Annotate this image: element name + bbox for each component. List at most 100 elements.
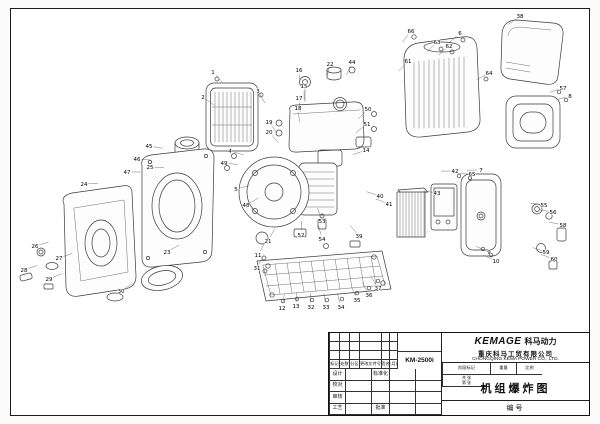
part-callout-17: 17	[296, 96, 303, 102]
leader-line-20	[271, 135, 279, 143]
leader-line-4	[234, 151, 244, 155]
part-callout-66: 66	[408, 29, 415, 35]
leader-line-18	[298, 112, 300, 122]
part-callout-18: 18	[295, 106, 302, 112]
revision-cell	[339, 342, 349, 351]
leader-line-46	[141, 159, 151, 161]
leader-line-63	[426, 44, 434, 52]
part-callout-49: 49	[221, 161, 228, 167]
signature-cell	[345, 369, 371, 381]
part-callout-23: 23	[164, 250, 171, 256]
part-callout-50: 50	[365, 107, 372, 113]
part-callout-53: 53	[319, 219, 326, 225]
part-callout-59: 59	[543, 250, 550, 256]
signature-cell: 校对	[329, 380, 345, 392]
fuel-cap	[326, 66, 342, 81]
part-callout-24: 24	[81, 182, 88, 188]
stage-row: 阶段标记重量比例共 张第 张	[441, 363, 589, 387]
revision-cell	[381, 351, 389, 360]
leader-line-43	[423, 190, 433, 193]
part-callout-37: 37	[375, 286, 382, 292]
rear-cover-panel	[500, 19, 564, 85]
part-callout-44: 44	[349, 60, 356, 66]
leader-line-56	[539, 209, 549, 212]
leader-line-57	[549, 89, 559, 93]
rev-header-4: 签名	[381, 360, 389, 369]
engine-assembly	[224, 149, 361, 249]
base-tray	[256, 250, 392, 304]
part-callout-7: 7	[479, 168, 483, 174]
leader-line-21	[269, 228, 275, 238]
part-callout-61: 61	[405, 59, 412, 65]
leader-line-38	[508, 18, 517, 25]
leader-line-50	[357, 112, 365, 120]
signature-cell	[415, 392, 441, 404]
leader-line-6	[449, 35, 457, 43]
signature-cell: 审核	[329, 392, 345, 404]
revision-header-row: 标记处数分区更改文件号签名年月日	[329, 360, 397, 369]
revision-cell	[339, 333, 349, 342]
leader-line-36	[362, 282, 368, 292]
part-callout-43: 43	[434, 191, 441, 197]
stage-label-1: 重量	[490, 363, 516, 375]
oval-gasket	[140, 265, 184, 291]
leader-line-33	[323, 293, 326, 303]
company-name-cn: 重庆科马工贸有限公司	[441, 349, 589, 358]
part-callout-20: 20	[266, 130, 273, 136]
left-small-parts	[19, 247, 124, 302]
revision-cell	[359, 351, 381, 360]
part-callout-2: 2	[201, 95, 205, 101]
part-callout-36: 36	[366, 293, 373, 299]
signature-cell	[371, 380, 389, 392]
drawing-number-label: 编号	[441, 401, 589, 415]
part-callout-31: 31	[254, 266, 261, 272]
leader-line-9	[476, 246, 485, 251]
part-callout-16: 16	[296, 68, 303, 74]
leader-line-26	[39, 242, 49, 246]
part-callout-14: 14	[363, 148, 370, 154]
signature-cell: 设计	[329, 369, 345, 381]
signature-cell	[371, 392, 389, 404]
signature-cell: 批准	[371, 403, 389, 415]
fuel-filter-parts	[531, 203, 567, 270]
part-callout-39: 39	[356, 234, 363, 240]
leader-line-62	[438, 48, 446, 56]
leader-line-2	[206, 99, 215, 106]
company-logo: KEMAGE 科马动力	[441, 333, 589, 349]
revision-cell	[349, 351, 359, 360]
part-callout-22: 22	[327, 62, 334, 68]
leader-line-49	[228, 163, 238, 165]
part-callout-29: 29	[46, 277, 53, 283]
stage-label-0: 阶段标记	[442, 363, 490, 375]
part-callout-51: 51	[364, 122, 371, 128]
front-grille-panel	[205, 76, 264, 152]
part-callout-47: 47	[124, 170, 131, 176]
leader-line-40	[366, 191, 376, 195]
part-callout-62: 62	[446, 44, 453, 50]
leader-line-23	[170, 244, 180, 250]
leader-line-51	[355, 126, 364, 133]
part-callout-27: 27	[56, 256, 63, 262]
part-callout-65: 65	[469, 172, 476, 178]
signature-cell	[415, 403, 441, 415]
leader-line-35	[351, 286, 356, 296]
leader-line-17	[299, 102, 301, 112]
leader-line-37	[370, 276, 376, 285]
leader-line-16	[299, 74, 301, 84]
part-callout-45: 45	[146, 144, 153, 150]
revision-cell	[389, 342, 397, 351]
drawing-title: 机组爆炸图	[441, 375, 589, 401]
part-callout-12: 12	[279, 306, 286, 312]
side-maintenance-panel	[505, 89, 569, 149]
company-name-en: CHONGQING KEMA POWER CO., LTD.	[441, 356, 589, 363]
part-callout-10: 10	[493, 259, 500, 265]
part-callout-15: 15	[301, 84, 308, 90]
signature-cell	[389, 380, 415, 392]
leader-line-28	[28, 265, 38, 269]
leader-line-24	[88, 183, 98, 184]
logo-text-cn: 科马动力	[524, 336, 557, 346]
signature-cell	[389, 403, 415, 415]
part-callout-1: 1	[211, 70, 215, 76]
leader-line-22	[326, 68, 330, 78]
part-callout-8: 8	[568, 94, 572, 100]
